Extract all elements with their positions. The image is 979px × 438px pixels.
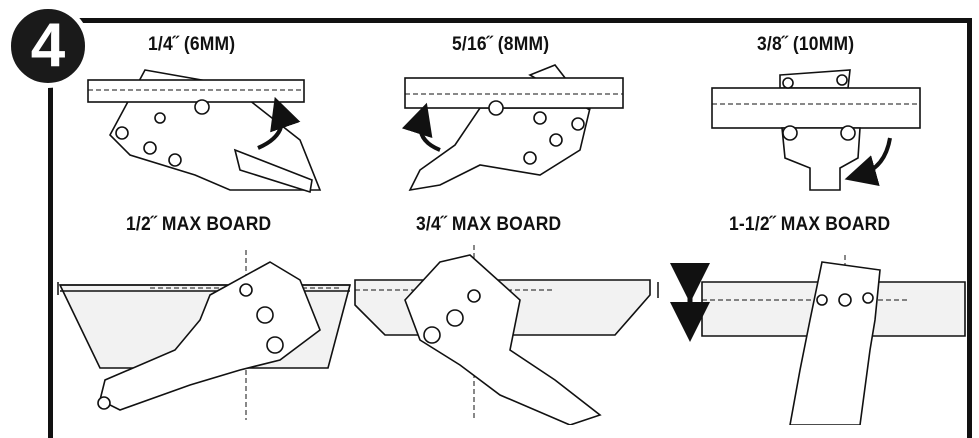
- guide-diagram-three-eighths: [711, 69, 921, 191]
- size-label-quarter-inch: 1/4˝ (6MM): [148, 34, 236, 55]
- illustration-canvas: [57, 64, 966, 425]
- instruction-frame: [48, 18, 972, 438]
- board-label-half-inch: 1/2˝ MAX BOARD: [126, 214, 272, 235]
- size-label-three-eighths: 3/8˝ (10MM): [757, 34, 855, 55]
- board-diagram-half-inch: [57, 250, 352, 420]
- board-diagram-three-quarter-inch: [354, 245, 659, 425]
- size-label-five-sixteenths: 5/16˝ (8MM): [452, 34, 550, 55]
- guide-diagram-five-sixteenths: [401, 64, 624, 192]
- guide-diagram-quarter-inch: [87, 69, 322, 194]
- board-diagram-one-and-half-inch: [670, 255, 966, 425]
- step-number: 4: [30, 11, 66, 80]
- board-label-one-and-half-inch: 1-1/2˝ MAX BOARD: [729, 214, 891, 235]
- step-number-badge: 4: [6, 4, 90, 88]
- board-label-three-quarter-inch: 3/4˝ MAX BOARD: [416, 214, 562, 235]
